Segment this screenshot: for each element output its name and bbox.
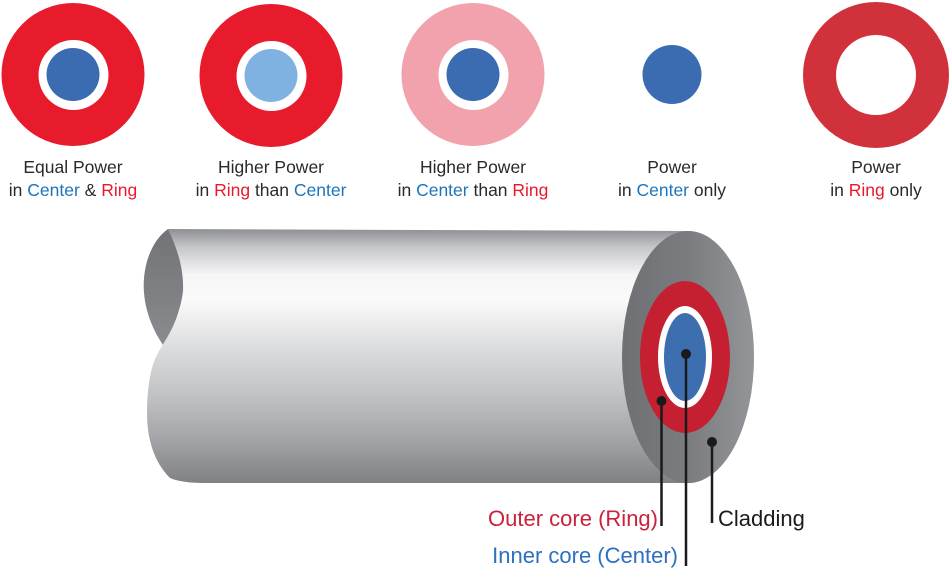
legend-item-equal-power: Equal Power in Center & Ring xyxy=(0,0,168,215)
ring-circle xyxy=(401,3,545,146)
center-circle xyxy=(446,48,500,101)
outer-core-label: Outer core (Ring) xyxy=(488,506,658,531)
cross-section-equal-power xyxy=(1,3,145,146)
fiber-break-back-face xyxy=(143,229,184,345)
legend-caption: Equal Power in Center & Ring xyxy=(0,156,168,202)
inner-core-label: Inner core (Center) xyxy=(492,543,678,568)
legend-caption: Higher Power in Ring than Center xyxy=(176,156,366,202)
ring-circle xyxy=(1,3,145,146)
cross-section-center-only xyxy=(642,45,702,104)
caption-line2: in Center than Ring xyxy=(397,180,549,200)
legend-item-center-only: Power in Center only xyxy=(577,0,767,215)
fiber-body xyxy=(147,229,754,483)
cladding-pointer-dot xyxy=(707,437,717,447)
caption-line1: Power xyxy=(647,157,697,177)
legend-item-higher-ring: Higher Power in Ring than Center xyxy=(176,0,366,215)
center-circle xyxy=(244,49,298,102)
center-circle xyxy=(46,48,100,101)
legend-item-ring-only: Power in Ring only xyxy=(781,0,950,215)
legend-caption: Power in Center only xyxy=(577,156,767,202)
ring-circle xyxy=(803,2,949,148)
caption-line2: in Center & Ring xyxy=(8,180,138,200)
gap-circle xyxy=(236,40,306,111)
cross-section-higher-ring xyxy=(199,4,343,147)
gap-circle xyxy=(38,39,108,110)
caption-line1: Higher Power xyxy=(419,157,527,177)
cladding-label: Cladding xyxy=(718,506,805,531)
caption-line1: Higher Power xyxy=(217,157,325,177)
gap-circle xyxy=(438,39,508,110)
legend-caption: Higher Power in Center than Ring xyxy=(378,156,568,202)
ring-circle xyxy=(199,4,343,147)
gap-circle xyxy=(836,35,916,115)
caption-line2: in Center only xyxy=(618,180,726,200)
outer-core-pointer-dot xyxy=(656,396,667,406)
caption-line1: Equal Power xyxy=(23,157,123,177)
caption-line2: in Ring than Center xyxy=(195,180,347,200)
cross-section-ring-only xyxy=(803,2,949,148)
legend-item-higher-center: Higher Power in Center than Ring xyxy=(378,0,568,215)
cross-section-higher-center xyxy=(401,3,545,146)
legend-caption: Power in Ring only xyxy=(781,156,950,202)
center-circle xyxy=(642,45,702,104)
inner-core-pointer-dot xyxy=(681,349,691,359)
caption-line2: in Ring only xyxy=(830,180,922,200)
caption-line1: Power xyxy=(851,157,901,177)
